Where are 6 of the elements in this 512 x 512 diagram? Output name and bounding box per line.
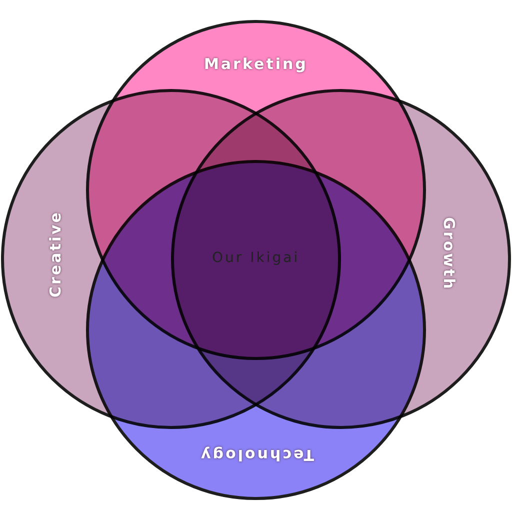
venn-circle — [86, 160, 426, 500]
center-label: Our Ikigai — [212, 250, 300, 266]
circle-label: Growth — [440, 217, 458, 291]
circle-label: Creative — [46, 210, 64, 298]
circle-label: Marketing — [204, 55, 308, 73]
circle-label: Technology — [198, 446, 314, 464]
